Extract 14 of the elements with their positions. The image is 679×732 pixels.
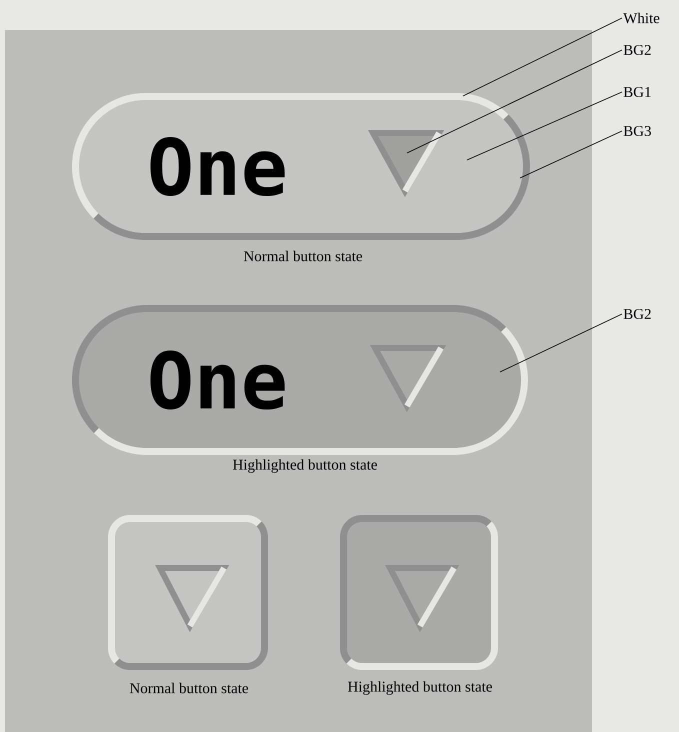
leader-line [500,314,622,372]
leader-line [520,130,622,178]
callout-label: BG2 [624,44,651,56]
state-label: Highlighted button state [232,459,377,473]
leader-line [466,92,622,160]
state-label: Normal button state [244,250,362,262]
leader-line [406,50,622,154]
callout-label: BG3 [624,126,651,136]
state-label: Highlighted button state [348,681,492,695]
state-label: Normal button state [130,682,248,694]
callout-label: BG2 [624,308,651,320]
leader-line [462,18,622,96]
callout-label: BG1 [624,86,651,98]
callout-label: White [623,12,660,24]
